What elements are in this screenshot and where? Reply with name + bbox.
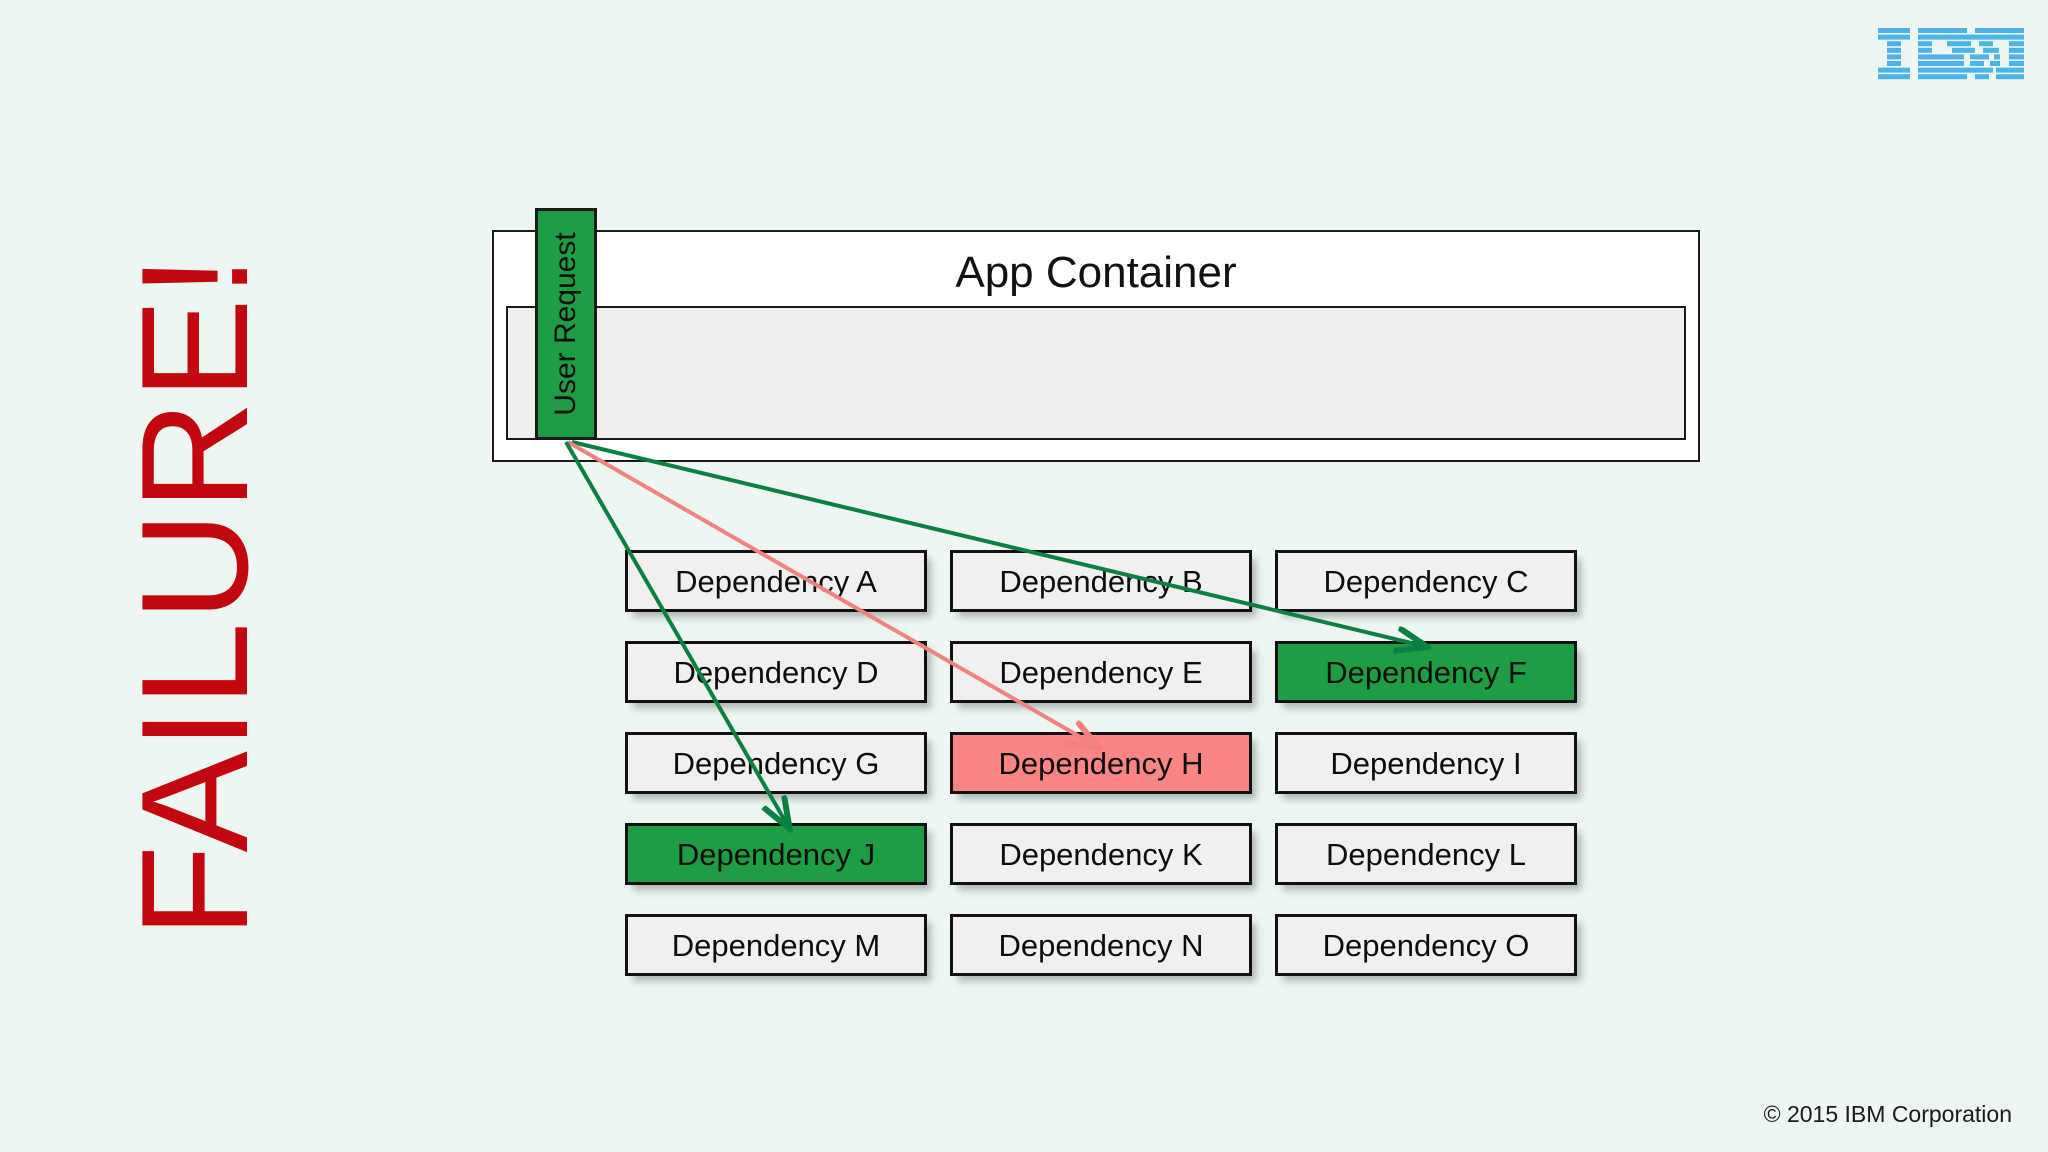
dependency-label: Dependency E	[999, 654, 1203, 690]
app-container: App Container	[492, 230, 1700, 462]
user-request-box: User Request	[535, 208, 597, 440]
dependency-box: Dependency E	[950, 641, 1252, 703]
dependency-label: Dependency L	[1326, 836, 1526, 872]
dependency-label: Dependency F	[1325, 654, 1527, 690]
dependency-box: Dependency B	[950, 550, 1252, 612]
copyright-notice: © 2015 IBM Corporation	[1763, 1101, 2012, 1127]
dependency-box: Dependency F	[1275, 641, 1577, 703]
dependency-box: Dependency O	[1275, 914, 1577, 976]
app-container-panel	[506, 306, 1686, 440]
failure-headline-wrap: FAILURE!	[0, 230, 400, 938]
dependency-box: Dependency N	[950, 914, 1252, 976]
ibm-logo-svg	[1878, 28, 2024, 80]
dependency-label: Dependency I	[1330, 745, 1522, 781]
dependency-box: Dependency K	[950, 823, 1252, 885]
dependency-label: Dependency O	[1322, 927, 1530, 963]
dependency-grid: Dependency A Dependency B Dependency C Depe…	[625, 550, 1577, 990]
dependency-box: Dependency M	[625, 914, 927, 976]
app-container-title: App Container	[955, 248, 1237, 297]
dependency-label: Dependency B	[999, 563, 1203, 599]
dependency-label: Dependency D	[673, 654, 879, 690]
dependency-box: Dependency D	[625, 641, 927, 703]
dependency-label: Dependency N	[998, 927, 1204, 963]
dependency-box: Dependency L	[1275, 823, 1577, 885]
dependency-box: Dependency G	[625, 732, 927, 794]
dependency-label: Dependency J	[676, 836, 876, 872]
dependency-label: Dependency A	[675, 563, 877, 599]
dependency-box: Dependency A	[625, 550, 927, 612]
ibm-logo	[1878, 28, 2024, 80]
dependency-label: Dependency H	[998, 745, 1204, 781]
dependency-label: Dependency G	[672, 745, 880, 781]
dependency-box: Dependency J	[625, 823, 927, 885]
dependency-box: Dependency C	[1275, 550, 1577, 612]
dependency-label: Dependency M	[671, 927, 881, 963]
dependency-box: Dependency I	[1275, 732, 1577, 794]
dependency-label: Dependency C	[1323, 563, 1529, 599]
dependency-label: Dependency K	[999, 836, 1203, 872]
user-request-label: User Request	[549, 232, 582, 416]
dependency-box: Dependency H	[950, 732, 1252, 794]
page-title: FAILURE!	[110, 254, 280, 938]
